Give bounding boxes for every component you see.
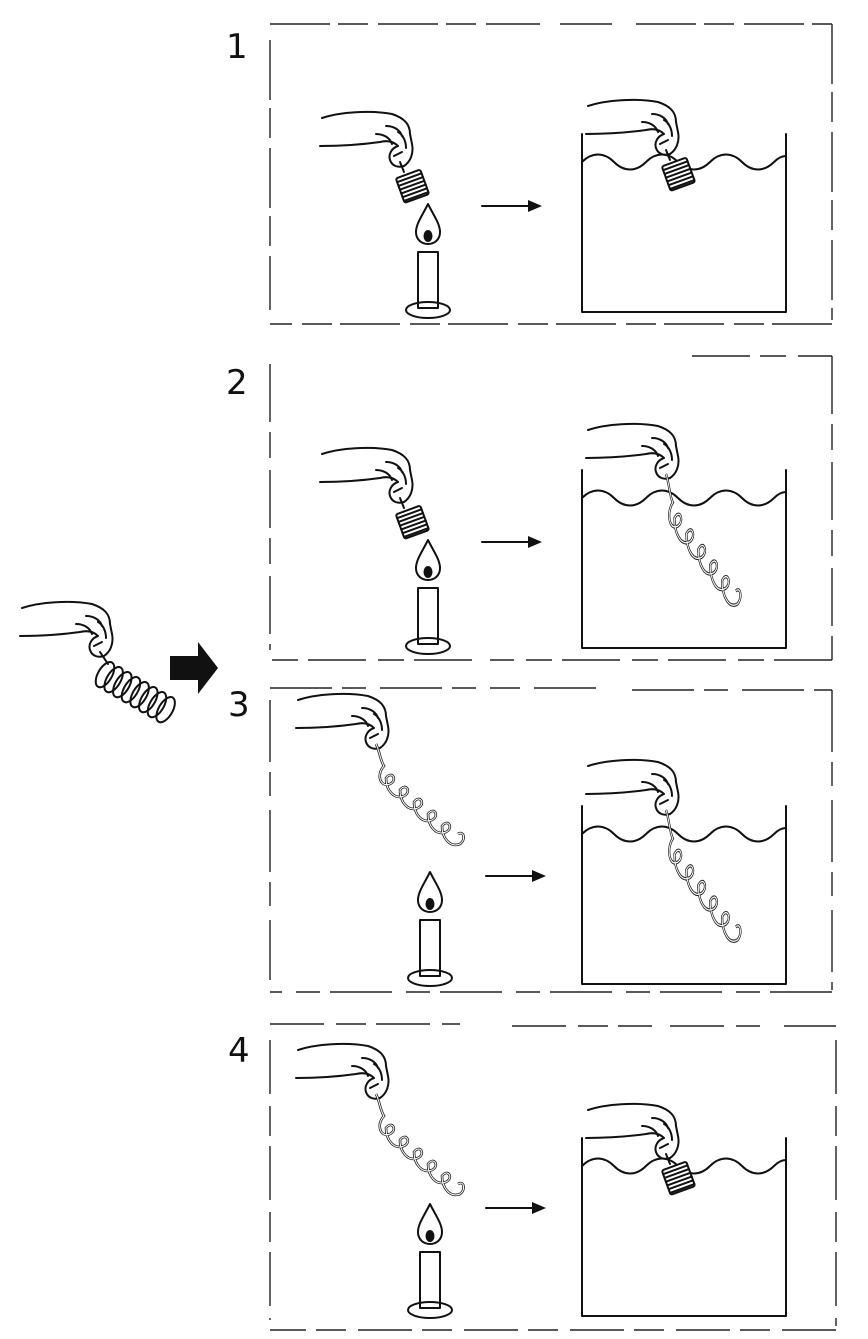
- step-4-panel: 4: [228, 1023, 837, 1331]
- beaker-icon: [581, 805, 787, 985]
- big-arrow-right-icon: [170, 642, 218, 694]
- panel-frame: [269, 687, 833, 993]
- coil: [664, 472, 743, 607]
- hand-icon: [585, 422, 680, 480]
- beaker-icon: [581, 469, 787, 649]
- hand-icon: [295, 692, 390, 750]
- hand-icon: [295, 1042, 390, 1100]
- step-number: 1: [226, 27, 248, 67]
- candle-icon: [407, 1203, 453, 1319]
- hand-icon: [585, 758, 680, 816]
- arrow-right-icon: [485, 869, 547, 883]
- hand-icon: [585, 1102, 680, 1160]
- coil: [394, 497, 431, 540]
- arrow-right-icon: [481, 535, 543, 549]
- panel-frame: [269, 355, 833, 661]
- candle-icon: [405, 203, 451, 319]
- arrow-right-icon: [485, 1201, 547, 1215]
- initial-state: [19, 600, 218, 724]
- step-number: 3: [228, 685, 250, 725]
- hand-icon: [319, 110, 414, 168]
- coil: [664, 808, 743, 943]
- coil: [94, 651, 176, 724]
- candle-icon: [405, 539, 451, 655]
- step-1-panel: 1: [226, 23, 833, 325]
- candle-icon: [407, 871, 453, 987]
- panel-frame: [269, 23, 833, 325]
- step-number: 4: [228, 1031, 250, 1071]
- hand-icon: [585, 98, 680, 156]
- step-number: 2: [226, 363, 248, 403]
- panel-frame: [269, 1023, 837, 1331]
- step-3-panel: 3: [228, 685, 833, 993]
- coil: [394, 161, 431, 204]
- hand-icon: [19, 600, 114, 658]
- arrow-right-icon: [481, 199, 543, 213]
- step-2-panel: 2: [226, 355, 833, 661]
- coil: [374, 742, 465, 847]
- hand-icon: [319, 446, 414, 504]
- coil: [374, 1092, 465, 1197]
